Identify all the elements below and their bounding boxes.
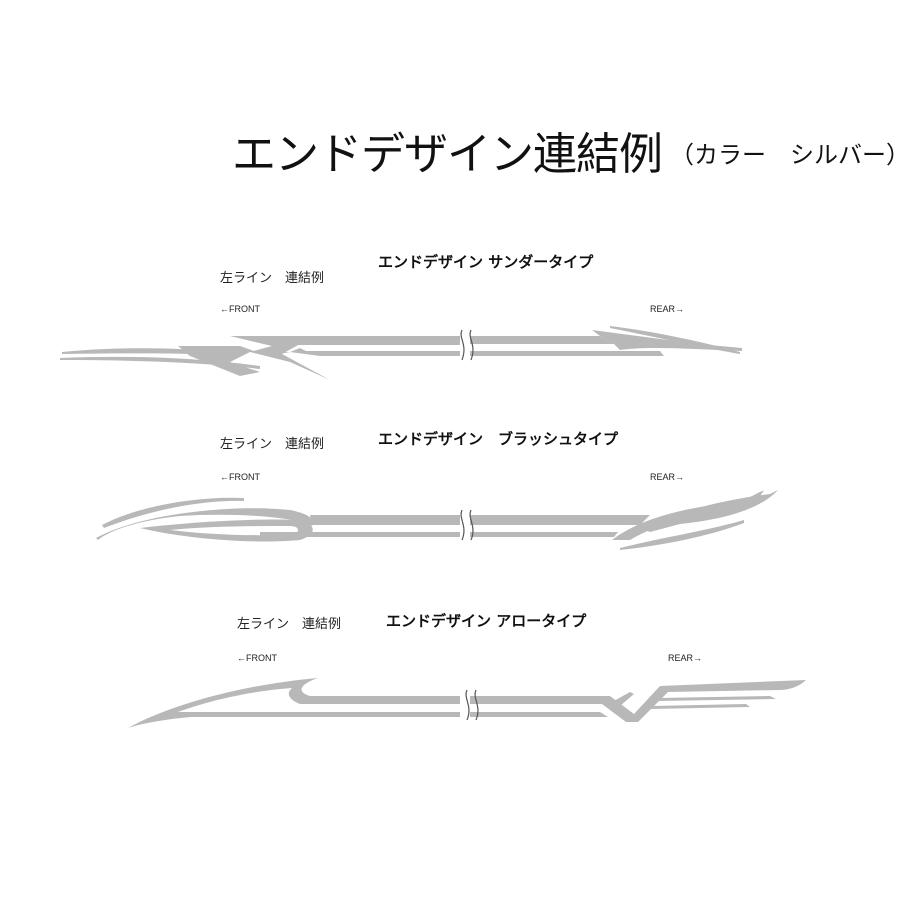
left-line-label: 左ライン 連結例 — [220, 271, 325, 286]
design-type-label: エンドデザイン サンダータイプ — [378, 253, 594, 271]
front-direction-label: ←FRONT — [220, 304, 260, 314]
rear-direction-label: REAR→ — [650, 304, 685, 314]
page-title: エンドデザイン連結例（カラー シルバー） — [232, 118, 900, 182]
section-brush: 左ライン 連結例 エンドデザイン ブラッシュタイプ ←FRONT REAR→ — [0, 0, 900, 482]
design-type-label: エンドデザイン アロータイプ — [386, 612, 587, 630]
left-line-label: 左ライン 連結例 — [220, 437, 325, 452]
design-type-label: エンドデザイン ブラッシュタイプ — [378, 430, 619, 448]
front-direction-label: ←FRONT — [237, 653, 277, 663]
title-main: エンドデザイン連結例 — [232, 129, 663, 180]
rear-direction-label: REAR→ — [650, 472, 685, 482]
left-line-label: 左ライン 連結例 — [237, 617, 342, 632]
section-arrow: 左ライン 連結例 エンドデザイン アロータイプ ←FRONT REAR→ — [0, 0, 900, 663]
title-color-note: （カラー シルバー） — [670, 141, 900, 169]
rear-direction-label: REAR→ — [668, 653, 703, 663]
section-thunder: 左ライン 連結例 エンドデザイン サンダータイプ ←FRONT REAR→ — [0, 0, 900, 314]
front-direction-label: ←FRONT — [220, 472, 260, 482]
